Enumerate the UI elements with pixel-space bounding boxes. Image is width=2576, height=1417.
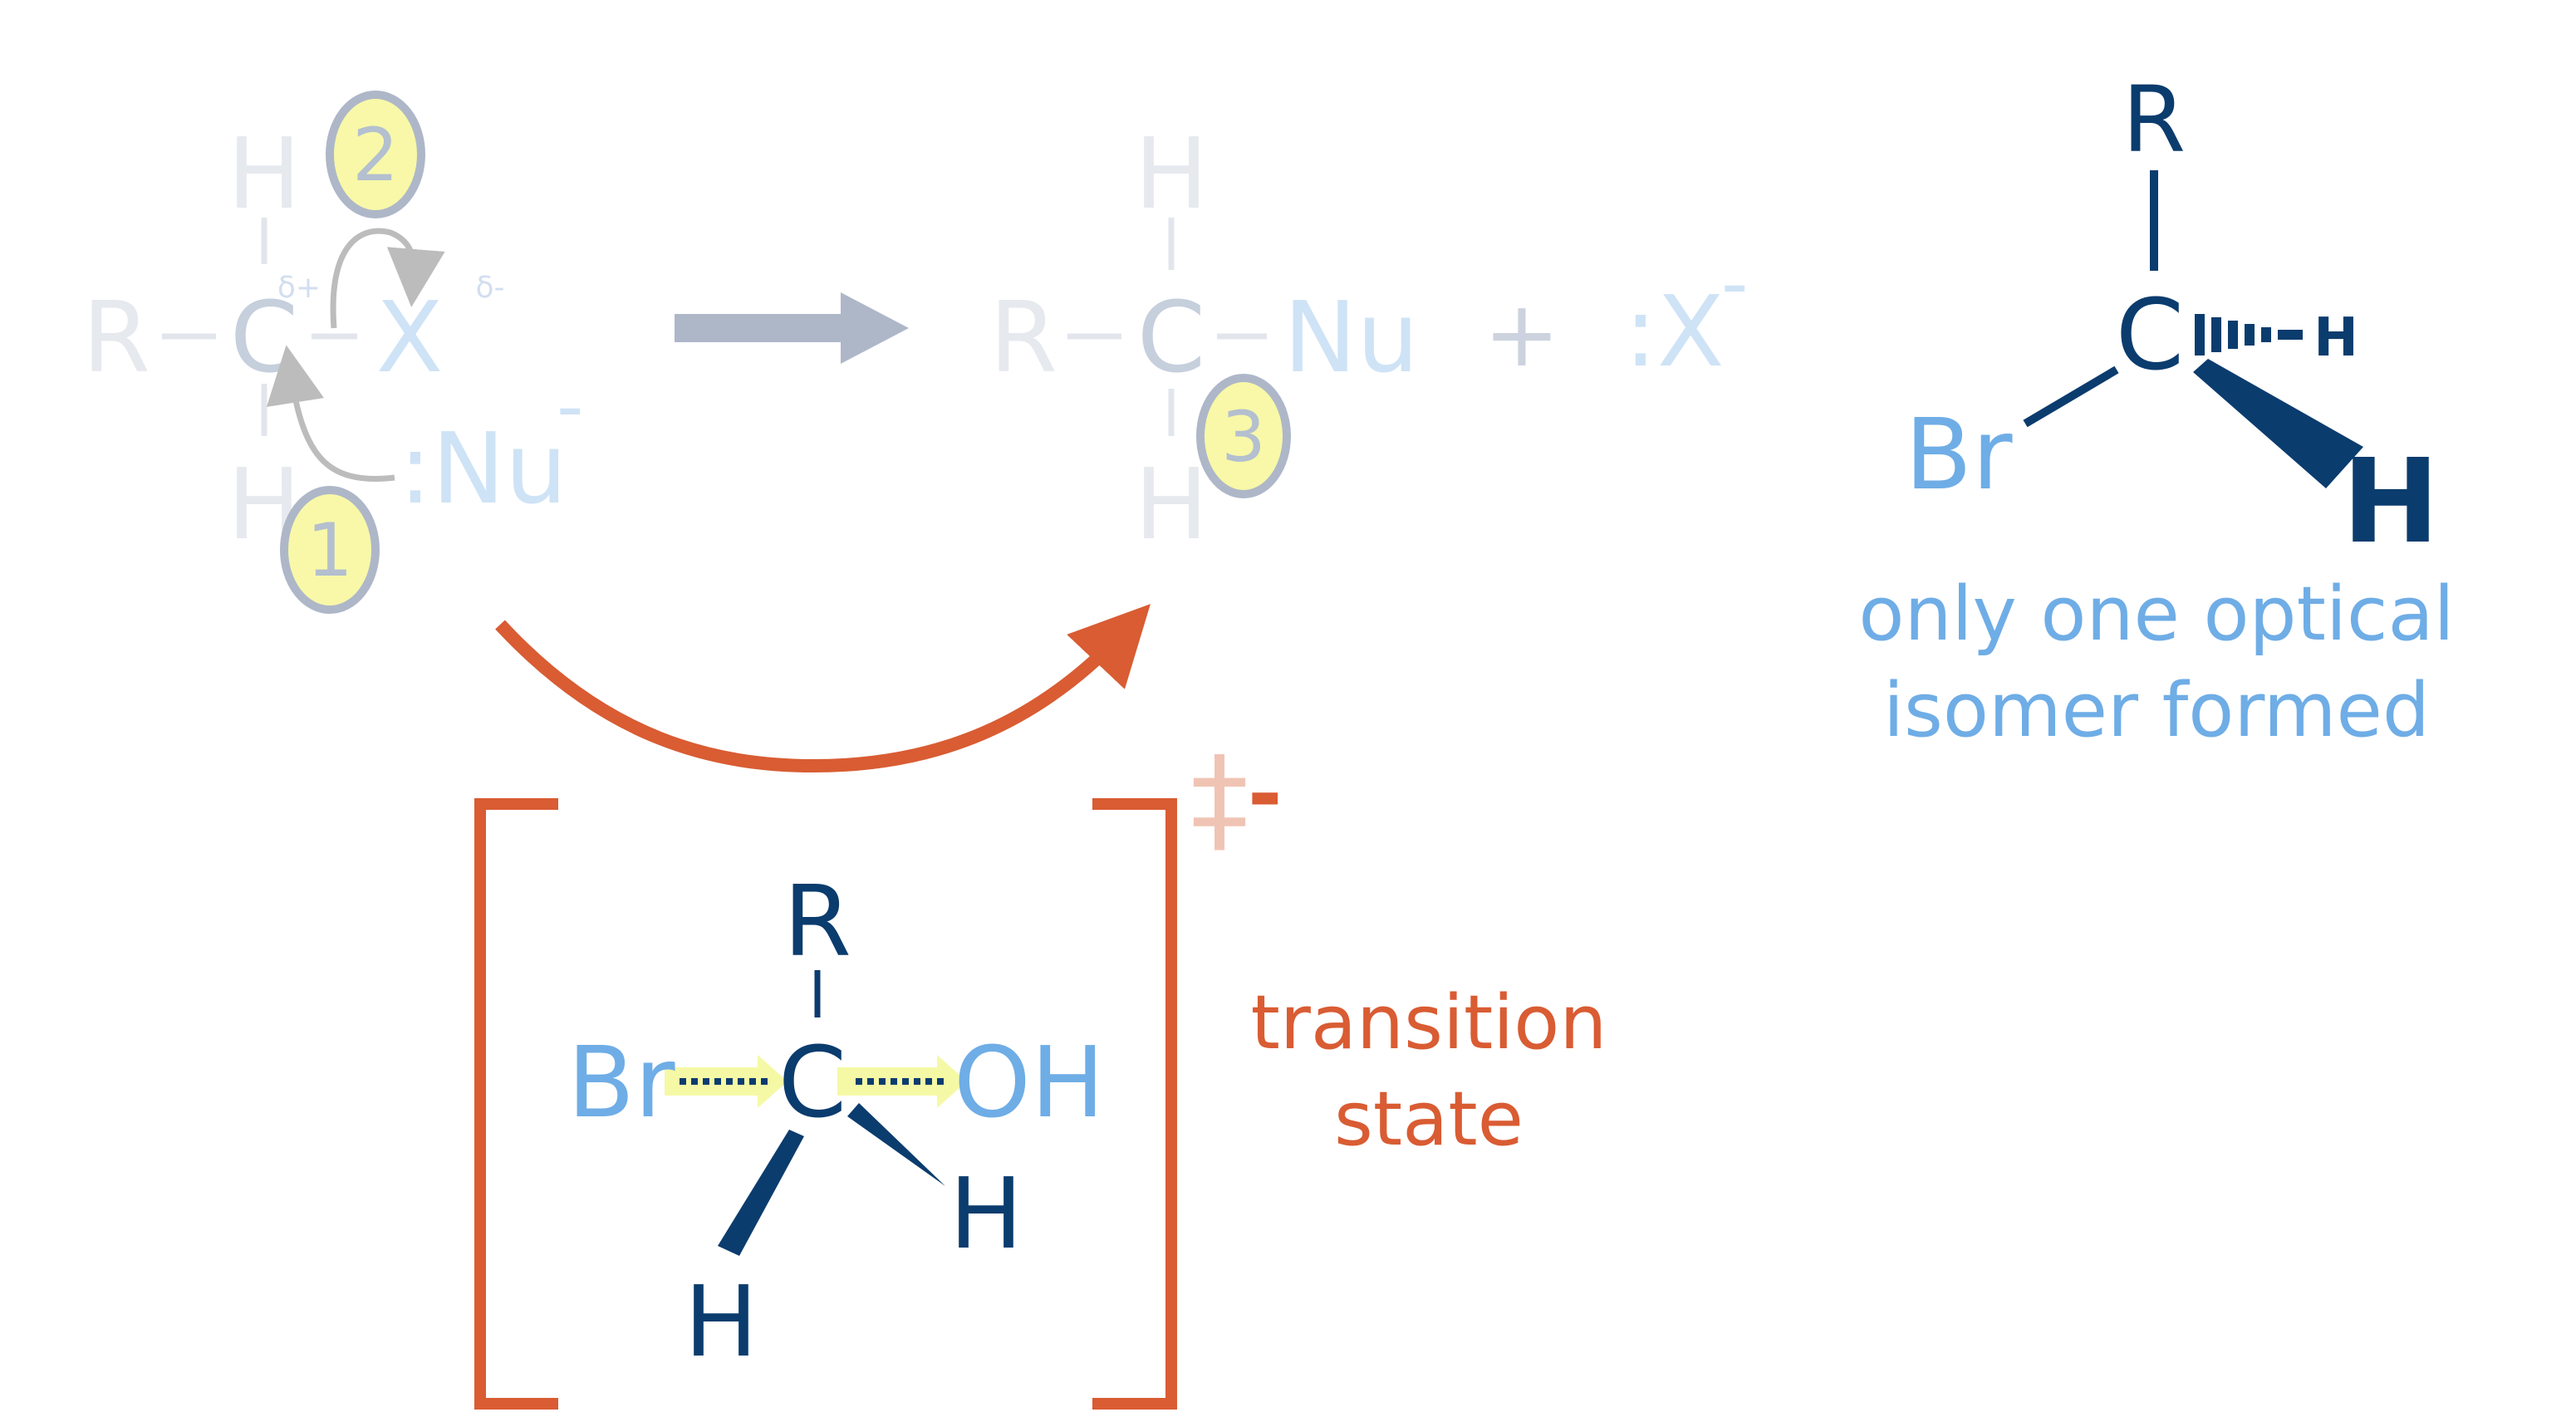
product-h-bottom: H (1135, 447, 1209, 561)
product3d-h-small: H (2313, 307, 2358, 369)
product-h-top: H (1135, 116, 1209, 231)
caption-line2: isomer formed (1883, 667, 2430, 754)
step-2-highlight (326, 91, 425, 218)
ts-wedge-bond-right (847, 1103, 945, 1186)
product3d-r: R (2122, 66, 2186, 173)
ts-c: C (778, 1025, 846, 1140)
step-1-label: 1 (307, 507, 353, 593)
dagger-symbol: ‡ (1190, 732, 1249, 867)
curly-arrow-nucleophilic-attack (266, 345, 395, 482)
step-3-highlight (1196, 374, 1291, 498)
reactant-nu-charge: - (557, 363, 583, 450)
product3d-br: Br (1905, 397, 2013, 512)
ts-oh: OH (954, 1025, 1105, 1140)
caption-line1: only one optical (1858, 571, 2454, 658)
transition-state-label-line1: transition (1251, 979, 1607, 1066)
ts-h-right: H (949, 1156, 1023, 1271)
leaving-group-charge: - (1721, 240, 1748, 327)
reactant-x: X (376, 280, 444, 395)
product3d-bond-br (2023, 365, 2119, 428)
product3d-c: C (2116, 277, 2184, 392)
ts-h-bottom: H (684, 1264, 758, 1379)
reactant-nucleophile: :Nu (399, 411, 567, 526)
product: H R C Nu H + :X - 3 (989, 116, 1748, 561)
product-3d: R C H H Br only one optical isomer forme… (1858, 66, 2454, 754)
reactant-r: R (82, 280, 150, 395)
left-bracket (474, 798, 558, 1410)
reactant-h-top: H (228, 116, 302, 231)
transition-state-label-line2: state (1334, 1076, 1524, 1163)
ts-br: Br (567, 1025, 675, 1140)
product-r: R (989, 280, 1057, 395)
transition-state-curved-arrow (495, 604, 1151, 773)
reactant: H R C δ+ X δ- H :Nu - 2 1 (82, 91, 583, 614)
ts-wedge-bond-down (718, 1130, 804, 1256)
product3d-h-large: H (2342, 434, 2439, 570)
leaving-group: :X (1624, 274, 1725, 389)
product-plus: + (1484, 281, 1560, 387)
product3d-wedge-bond (2193, 359, 2363, 488)
step-3-label: 3 (1221, 396, 1265, 478)
product3d-hashed-bond (2195, 314, 2303, 355)
reactant-delta-plus: δ+ (277, 271, 321, 305)
reaction-arrow (675, 292, 909, 364)
step-2-label: 2 (352, 112, 399, 198)
product-c: C (1137, 280, 1205, 395)
transition-state-charge: - (1248, 745, 1283, 842)
ts-r: R (783, 864, 851, 978)
reactant-delta-minus: δ- (475, 271, 504, 305)
step-1-highlight (280, 486, 380, 614)
right-bracket (1092, 798, 1177, 1410)
product-nu: Nu (1283, 280, 1419, 395)
transition-state: ‡ - R Br C OH H H transition state (474, 732, 1607, 1410)
curly-arrow-bond-breaking (330, 228, 445, 329)
